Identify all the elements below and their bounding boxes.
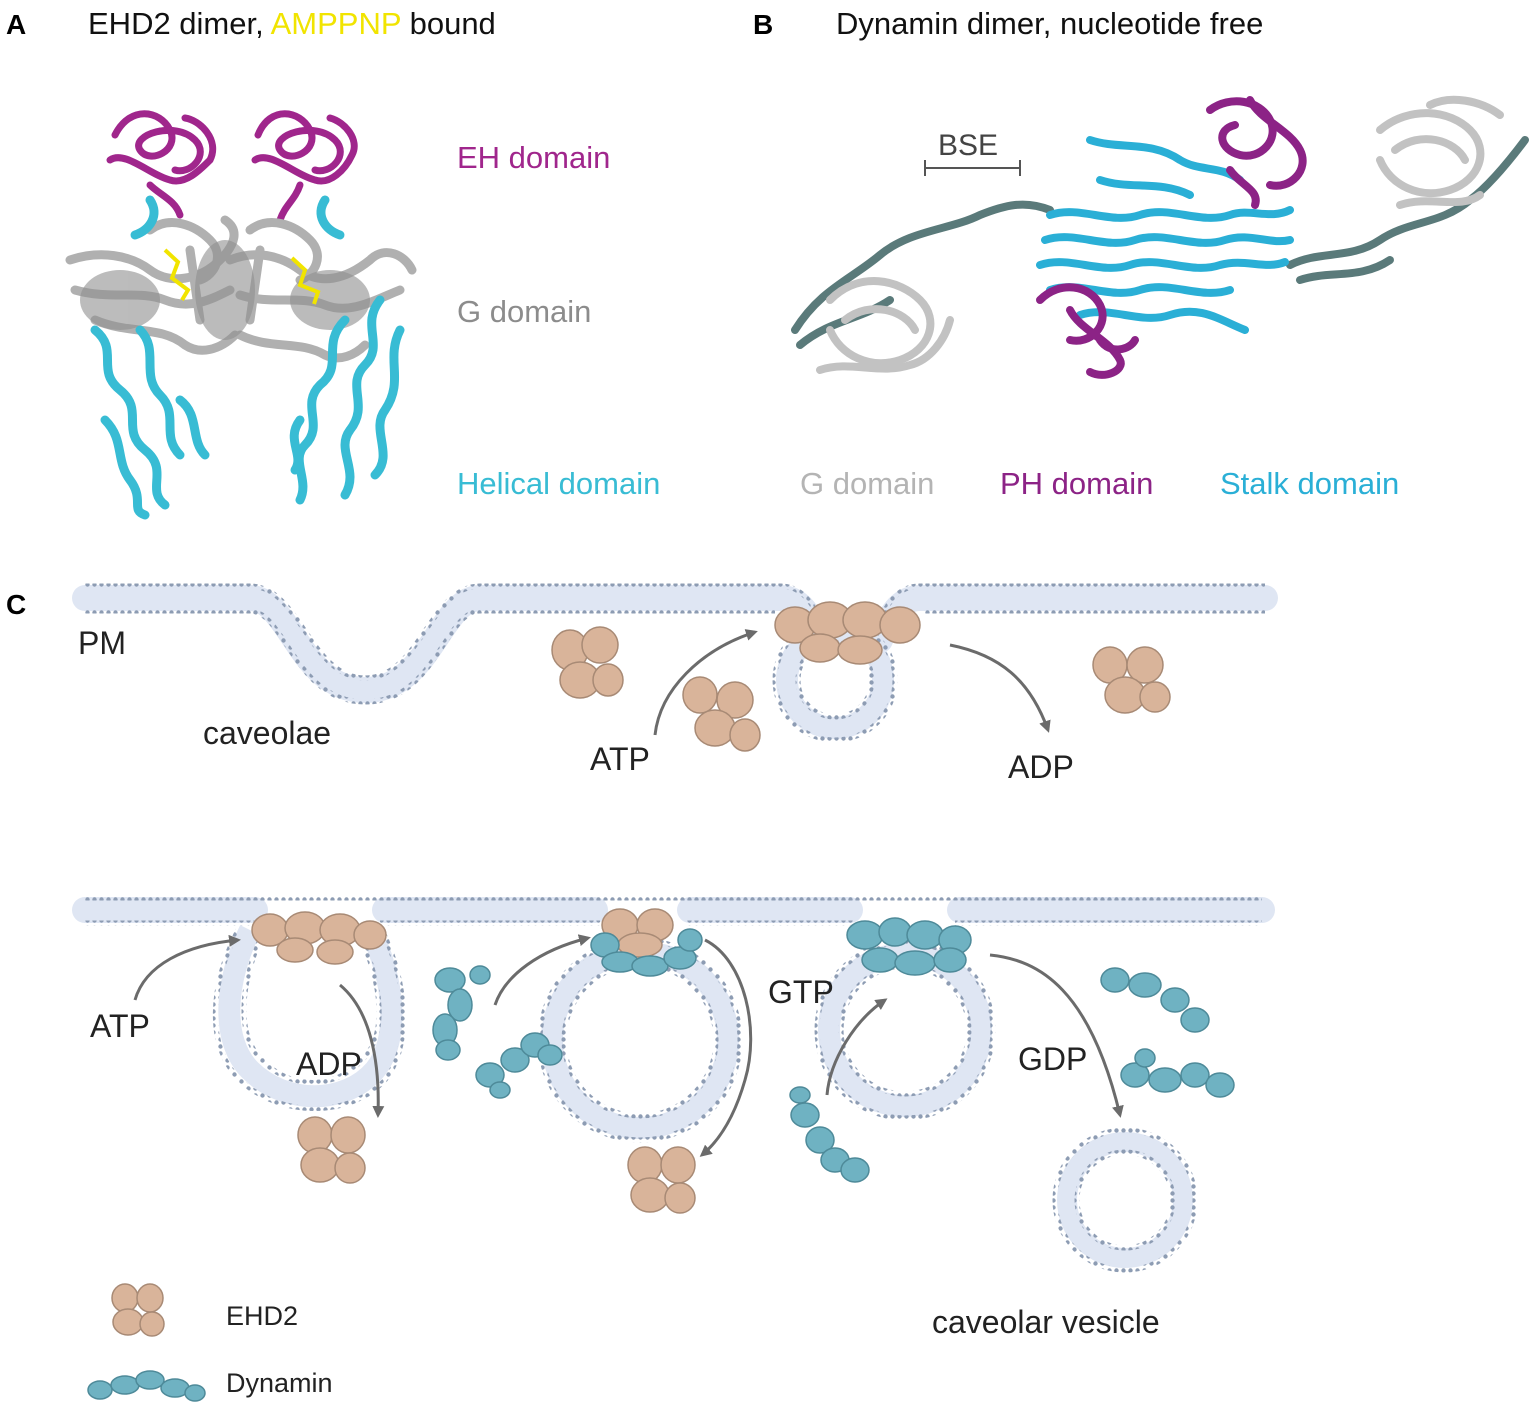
label-stalk-domain: Stalk domain: [1220, 466, 1399, 501]
label-atp-1: ATP: [590, 741, 650, 777]
ehd2-protein: [551, 626, 624, 699]
ehd2-oligomer: [601, 908, 674, 958]
helical-domain-structure: [90, 195, 405, 520]
label-adp-1: ADP: [1008, 749, 1074, 785]
dynamin-oligomer: [590, 928, 703, 977]
dynamin-protein: [1120, 1048, 1235, 1098]
label-atp-2: ATP: [90, 1008, 150, 1044]
ehd2-protein: [682, 676, 761, 752]
label-helical-domain: Helical domain: [457, 466, 660, 501]
legend-ehd2-icon: [111, 1283, 165, 1337]
amppnp-ligand: [163, 248, 321, 305]
amppnp-label: AMPPNP: [271, 6, 401, 41]
ehd2-oligomer: [251, 911, 387, 965]
label-caveolar-vesicle: caveolar vesicle: [932, 1304, 1160, 1340]
panel-a-letter: A: [6, 9, 26, 40]
label-pm: PM: [78, 625, 126, 661]
panel-a-title: EHD2 dimer, AMPPNP bound: [88, 6, 496, 41]
legend-dynamin-icon: [87, 1370, 206, 1402]
label-gtp: GTP: [768, 974, 834, 1010]
label-caveolae: caveolae: [203, 715, 331, 751]
eh-domain-structure: [106, 110, 358, 224]
ph-domain-structure: [1036, 96, 1307, 379]
stalk-domain-structure: [1036, 136, 1294, 334]
legend-ehd2-label: EHD2: [226, 1301, 298, 1331]
label-gdp: GDP: [1018, 1041, 1087, 1077]
label-ph-domain: PH domain: [1000, 466, 1153, 501]
panel-b-title: Dynamin dimer, nucleotide free: [836, 6, 1263, 41]
ehd2-dimer-structure: [65, 110, 417, 520]
bse-bracket: [924, 160, 1021, 176]
panel-b-letter: B: [753, 9, 773, 40]
ehd2-protein: [297, 1116, 366, 1184]
ehd2-oligomer: [774, 601, 921, 665]
ehd2-protein-cluster-bottom: [251, 908, 696, 1214]
label-g-domain-b: G domain: [800, 466, 934, 501]
label-eh-domain: EH domain: [457, 140, 610, 175]
dynamin-protein: [432, 965, 491, 1061]
ehd2-protein: [1092, 646, 1171, 714]
dynamin-protein: [1100, 967, 1210, 1033]
dynamin-protein: [789, 1086, 870, 1183]
reaction-arrows-top: [653, 629, 1051, 736]
reaction-arrows-bottom: [133, 934, 1124, 1157]
dynamin-dimer-structure: [791, 95, 1529, 379]
legend-dynamin-label: Dynamin: [226, 1368, 333, 1398]
panel-c-letter: C: [6, 589, 26, 620]
ehd2-protein-cluster: [551, 601, 1171, 752]
g-domain-structure-b: [816, 95, 1504, 374]
legend: EHD2 Dynamin: [87, 1283, 333, 1402]
dynamin-protein-cluster: [432, 917, 1235, 1183]
dynamin-oligomer: [846, 917, 972, 976]
dynamin-protein: [475, 1032, 563, 1099]
label-bse: BSE: [938, 129, 998, 162]
label-g-domain-a: G domain: [457, 294, 591, 329]
label-adp-2: ADP: [296, 1046, 362, 1082]
ehd2-protein: [627, 1146, 696, 1214]
